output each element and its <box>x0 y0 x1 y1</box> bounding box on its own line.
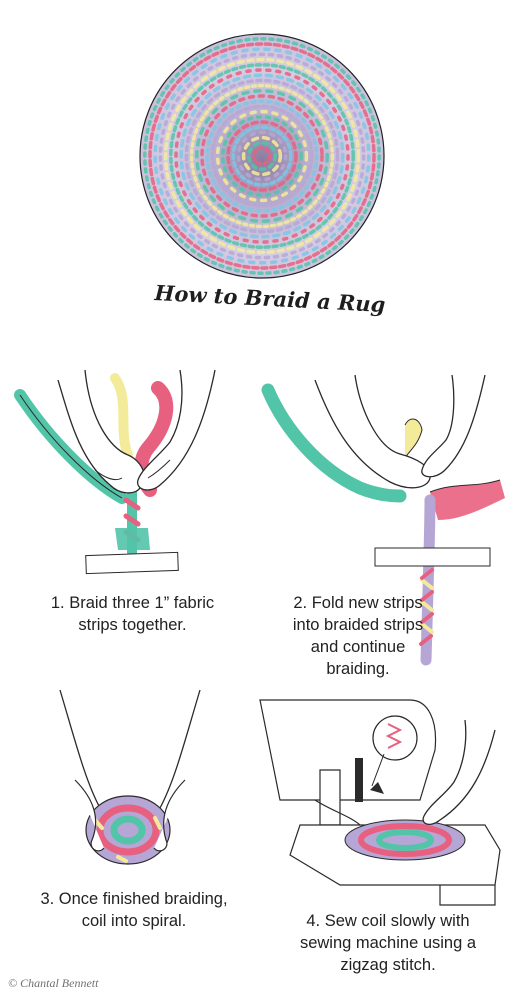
rug-ring <box>200 94 324 218</box>
step3-coiling-spiral-illustration <box>59 689 201 865</box>
rug-ring <box>148 42 376 270</box>
rug-ring <box>184 78 340 234</box>
rug-ring <box>247 141 277 171</box>
rug-ring <box>205 99 319 213</box>
rug-ring <box>252 146 272 166</box>
rug-ring <box>215 109 309 203</box>
rug-ring <box>236 130 288 182</box>
rug-ring <box>143 37 381 275</box>
step1-caption: 1. Braid three 1” fabric strips together… <box>50 594 215 634</box>
copyright-credit: © Chantal Bennett <box>8 976 99 990</box>
rug-ring <box>153 47 371 265</box>
step3-caption: 3. Once finished braiding, coil into spi… <box>40 890 228 930</box>
rug-ring <box>231 125 293 187</box>
rug-ring <box>210 104 314 208</box>
step2-caption: 2. Fold new strips into braided strips a… <box>292 594 424 678</box>
rug-ring <box>158 52 366 260</box>
rug-ring <box>163 57 361 255</box>
step4-sewing-machine-illustration <box>259 699 501 906</box>
rug-ring <box>221 115 303 197</box>
step1-braiding-hands-illustration <box>14 369 216 575</box>
rug-ring <box>169 63 355 249</box>
rug-ring <box>226 120 298 192</box>
step4-caption: 4. Sew coil slowly with sewing machine u… <box>299 912 477 974</box>
braided-rug-illustration <box>139 33 385 279</box>
rug-ring <box>179 73 345 239</box>
rug-ring <box>195 89 329 223</box>
rug-ring <box>189 83 335 229</box>
rug-ring <box>241 135 283 177</box>
step2-folding-strips-illustration <box>261 374 505 666</box>
rug-ring <box>174 68 350 244</box>
